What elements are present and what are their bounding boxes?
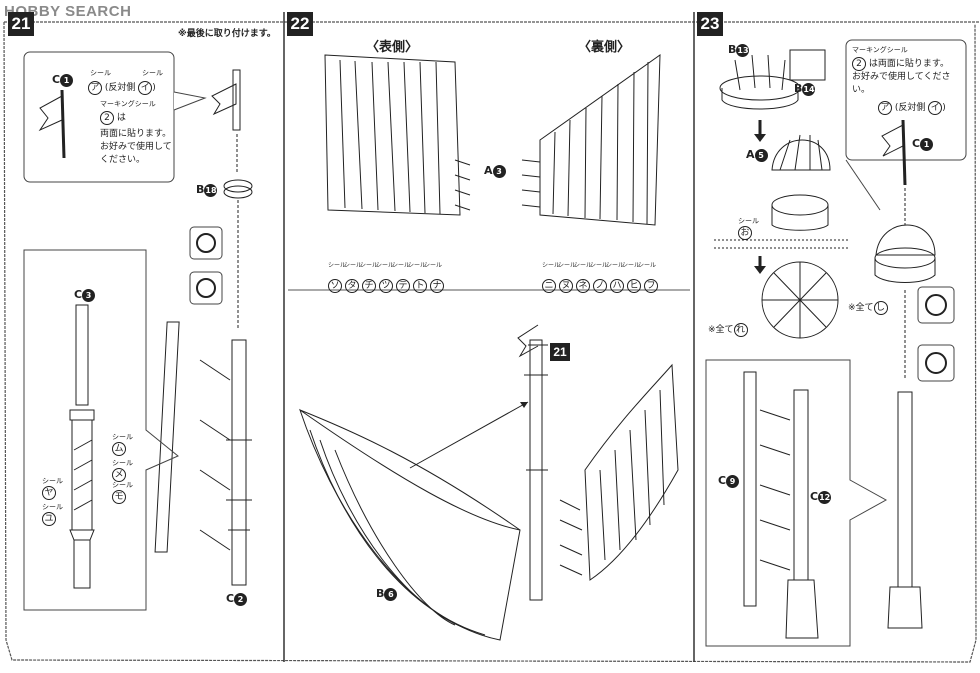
front-side-label: 〈表側〉	[366, 40, 419, 55]
seal-to: ト	[413, 279, 427, 293]
sail-back	[521, 54, 661, 226]
seal-o-label: シールお	[738, 217, 759, 240]
seal-nu: ヌ	[559, 279, 573, 293]
inset-23b	[705, 359, 888, 647]
part-b14-label: B14	[794, 82, 816, 96]
inset-21b	[23, 249, 179, 611]
seal-ne: ネ	[576, 279, 590, 293]
seal-me: シールメ	[112, 459, 133, 482]
seal-shi-label: ※全てし	[848, 300, 888, 315]
step-22-number: 22	[287, 12, 313, 36]
dome-a5	[771, 134, 831, 231]
watermark: HOBBY SEARCH	[4, 3, 132, 20]
seal-ha: ハ	[610, 279, 624, 293]
inset-21-seals: ア (反対側 イ)	[88, 80, 156, 95]
seal-so: ソ	[328, 279, 342, 293]
turret-b13	[719, 54, 801, 110]
seal-chi: チ	[362, 279, 376, 293]
seal-na: ナ	[430, 279, 444, 293]
seal-mu: シールム	[112, 433, 133, 456]
seal-re-label: ※全てれ	[708, 322, 748, 337]
step-23-number: 23	[697, 12, 723, 36]
inset-21-marking-text: 両面に貼ります。 お好みで使用して ください。	[100, 129, 172, 165]
part-b13-label: B13	[728, 43, 750, 57]
seal-yu: シールユ	[42, 503, 63, 526]
sail-large-right	[584, 363, 679, 581]
seal-no: ノ	[593, 279, 607, 293]
seal-ni: ニ	[542, 279, 556, 293]
inset-23-marking-note: マーキングシール 2 は両面に貼ります。 お好みで使用してください。	[852, 46, 951, 95]
seal-hi: ヒ	[627, 279, 641, 293]
step-21-note: ※最後に取り付けます。	[178, 29, 276, 39]
inset-21-seal-tag-right: シール	[142, 69, 163, 77]
back-side-label: 〈裏側〉	[578, 40, 631, 55]
seal-fu: フ	[644, 279, 658, 293]
front-seal-row: シールシールシールシールシールシールシール ソタチツテトナ	[328, 262, 444, 293]
part-c12-label: C12	[810, 490, 832, 504]
part-b18-label: B18	[196, 183, 218, 197]
inset-21-seal-tag-left: シール	[90, 69, 111, 77]
inset-21-marking-note: マーキングシール 2 は	[100, 100, 156, 125]
seal-mo: シールモ	[112, 481, 133, 504]
sail-front	[324, 54, 471, 216]
sail-large-left	[299, 408, 521, 641]
seal-tsu: ツ	[379, 279, 393, 293]
seal-te: テ	[396, 279, 410, 293]
inset-23-seals: ア (反対側 イ)	[878, 100, 946, 115]
back-seal-row: シールシールシールシールシールシールシール ニヌネノハヒフ	[542, 262, 658, 293]
seal-ya: シールヤ	[42, 477, 63, 500]
inset-21	[23, 51, 175, 183]
step-21-number: 21	[8, 12, 34, 36]
torn-border	[3, 21, 980, 663]
step-21-reference: 21	[550, 343, 570, 361]
seal-ta: タ	[345, 279, 359, 293]
